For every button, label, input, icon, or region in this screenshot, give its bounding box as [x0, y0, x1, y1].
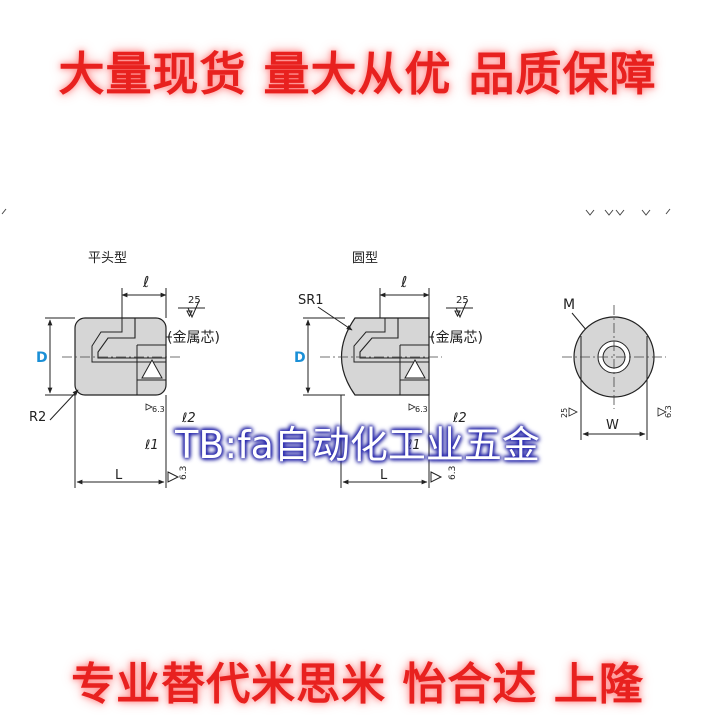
flat-type-title: 平头型: [88, 251, 127, 266]
flat-roughness-value: 25: [188, 295, 201, 306]
flat-R2-label: R2: [29, 410, 46, 425]
end-view-roughness: 25: [560, 408, 569, 418]
round-type-view: 圆型 ℓ 25 D SR1 (金属芯) 6.3 ℓ1 ℓ2: [294, 251, 483, 488]
flat-l1-label: ℓ1: [144, 438, 159, 453]
round-L-label: L: [380, 468, 388, 483]
round-l2-label: ℓ2: [452, 411, 467, 426]
flat-type-view: 平头型 ℓ 25 D (金属芯) R2 6.3 ℓ1: [29, 251, 220, 488]
flat-surface-value: 6.3: [179, 466, 189, 480]
shop-watermark: TB:fa自动化工业五金: [175, 423, 540, 467]
end-view-W-label: W: [606, 418, 619, 433]
flat-l2-label: ℓ2: [181, 411, 196, 426]
round-roughness-value: 25: [456, 295, 469, 306]
end-view: M W 25 6.3: [560, 297, 673, 440]
promo-banner-top: 大量现货 量大从优 品质保障: [58, 47, 657, 101]
round-SR1-label: SR1: [298, 293, 324, 308]
promo-banner-bottom: 专业替代米思米 怡合达 上隆: [71, 659, 644, 710]
round-l1-label: ℓ1: [406, 438, 421, 453]
end-view-M-label: M: [563, 297, 575, 313]
round-ell-label: ℓ: [400, 273, 407, 291]
end-view-surface: 6.3: [664, 405, 673, 418]
round-surface-value: 6.3: [448, 466, 458, 480]
round-flatness-mark: 6.3: [415, 405, 428, 414]
round-core-label: (金属芯): [430, 330, 483, 346]
flat-L-label: L: [115, 468, 123, 483]
round-type-title: 圆型: [352, 251, 378, 266]
flat-D-label: D: [36, 350, 48, 366]
round-D-label: D: [294, 350, 306, 366]
flat-flatness-mark: 6.3: [152, 405, 165, 414]
flat-core-label: (金属芯): [167, 330, 220, 346]
corner-marks: [1, 208, 671, 216]
flat-ell-label: ℓ: [142, 273, 149, 291]
